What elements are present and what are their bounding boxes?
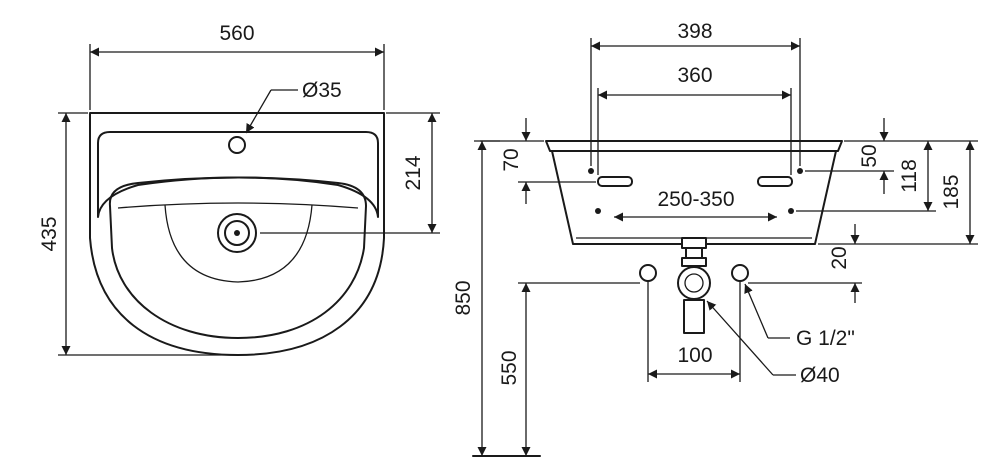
bowl-inner-curve	[117, 202, 359, 209]
trap-bowl	[677, 266, 711, 300]
dim-label-398: 398	[677, 20, 712, 43]
basin-side-view	[472, 140, 843, 457]
fixing-point	[595, 208, 601, 214]
basin-rim-side	[545, 140, 843, 152]
fixing-point	[588, 168, 594, 174]
fixing-point	[788, 208, 794, 214]
dim-label-20: 20	[828, 246, 851, 269]
tap-hole	[228, 136, 246, 154]
side-view-dimensions: 398 360 250-350 70 50 118 185	[452, 20, 978, 456]
bracket-slot-left	[597, 176, 633, 187]
dim-label-360: 360	[677, 64, 712, 87]
trap-tailpipe	[683, 299, 705, 334]
waste-outlet	[681, 237, 707, 249]
bracket-slot-right	[757, 176, 793, 187]
basin-bowl	[108, 176, 367, 339]
basin-outline	[89, 112, 385, 356]
drain-outer	[217, 213, 257, 253]
dim-label-214: 214	[402, 155, 425, 190]
dim-label-thread: G 1/2"	[796, 327, 855, 350]
bowl-front-curve	[164, 204, 313, 283]
drain-center	[234, 230, 240, 236]
basin-rim	[97, 131, 379, 218]
dim-label-o40: Ø40	[800, 364, 840, 387]
dim-label-o35: Ø35	[302, 79, 342, 102]
dim-label-100: 100	[677, 344, 712, 367]
dim-label-435: 435	[38, 216, 61, 251]
fixing-point	[797, 168, 803, 174]
dim-label-250-350: 250-350	[657, 188, 734, 211]
dim-label-70: 70	[500, 148, 523, 171]
trap-nut	[681, 257, 707, 267]
dim-label-550: 550	[498, 350, 521, 385]
dim-label-850: 850	[452, 280, 475, 315]
drain-inner	[224, 220, 250, 246]
supply-pipe-right	[731, 264, 749, 282]
dim-label-560: 560	[219, 22, 254, 45]
supply-pipe-left	[639, 264, 657, 282]
dim-label-185: 185	[940, 174, 963, 209]
basin-top-view	[89, 112, 385, 356]
dim-label-50: 50	[858, 144, 881, 167]
front-view-dimensions: 560 Ø35 435 214	[38, 22, 440, 356]
trap-bowl-inner	[684, 273, 704, 293]
dim-label-118: 118	[898, 159, 921, 192]
